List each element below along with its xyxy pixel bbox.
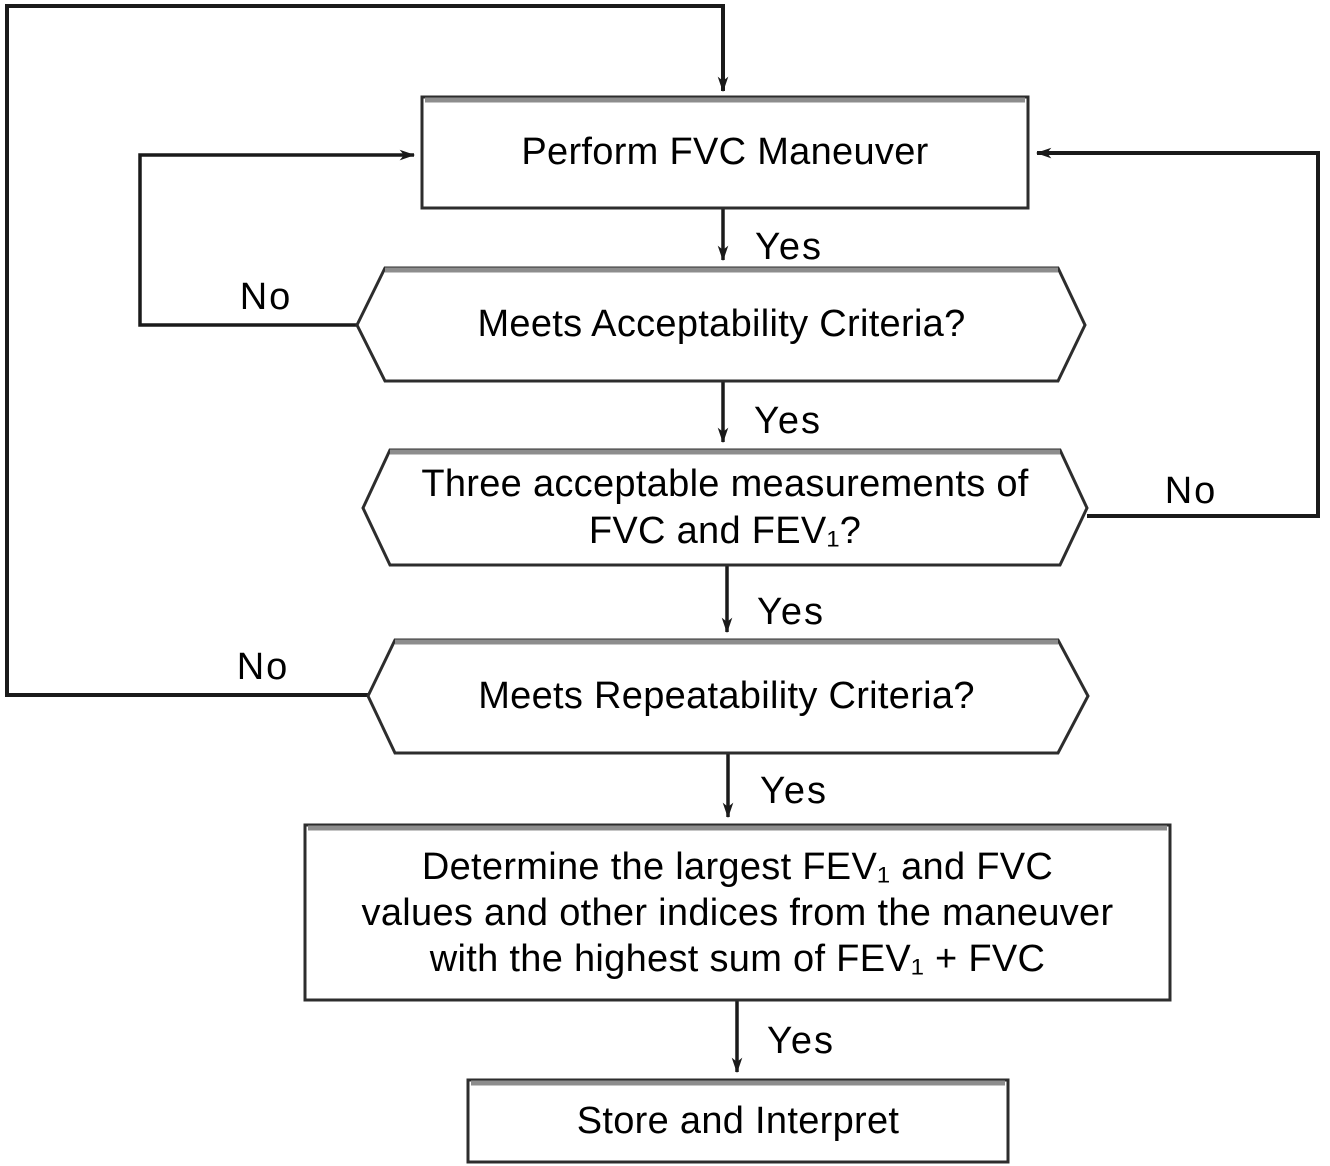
- node-determine-line2: values and other indices from the maneuv…: [361, 891, 1114, 934]
- node-store-label: Store and Interpret: [576, 1099, 900, 1142]
- node-determine-line1: Determine the largest FEV₁ and FVC: [421, 845, 1054, 888]
- node-store: Store and Interpret: [468, 1080, 1008, 1162]
- node-repeatability: Meets Repeatability Criteria?: [395, 640, 1058, 753]
- edge-label-no-three-acceptable: No: [1164, 470, 1218, 512]
- node-determine: Determine the largest FEV₁ and FVC value…: [305, 825, 1170, 1000]
- edge-label-yes-1: Yes: [755, 226, 823, 268]
- edge-label-yes-5: Yes: [767, 1020, 835, 1062]
- node-three-acceptable-line2: FVC and FEV₁?: [588, 509, 862, 552]
- edge-label-yes-2: Yes: [754, 400, 822, 442]
- node-store-box: [466, 1078, 1010, 1164]
- edge-no-three-acceptable-loop: [1035, 147, 1320, 518]
- edge-no-acceptability-loop: [138, 149, 416, 327]
- node-three-acceptable: Three acceptable measurements of FVC and…: [390, 450, 1060, 565]
- node-perform-fvc-box: [420, 95, 1030, 210]
- node-perform-fvc-label: Perform FVC Maneuver: [521, 131, 929, 173]
- node-three-acceptable-line1: Three acceptable measurements of: [421, 462, 1029, 505]
- edge-no-repeatability-loop: [5, 4, 729, 697]
- node-determine-box: [303, 823, 1172, 1002]
- node-perform-fvc: Perform FVC Maneuver: [422, 97, 1028, 228]
- edge-label-yes-4: Yes: [760, 770, 828, 812]
- edge-label-no-acceptability: No: [239, 276, 293, 318]
- edge-label-no-repeatability: No: [236, 646, 290, 688]
- edge-label-yes-3: Yes: [757, 591, 825, 633]
- node-acceptability-label: Meets Acceptability Criteria?: [477, 303, 966, 345]
- node-acceptability: Meets Acceptability Criteria?: [385, 268, 1058, 381]
- node-repeatability-label: Meets Repeatability Criteria?: [478, 675, 975, 717]
- node-determine-line3: with the highest sum of FEV₁ + FVC: [429, 937, 1046, 980]
